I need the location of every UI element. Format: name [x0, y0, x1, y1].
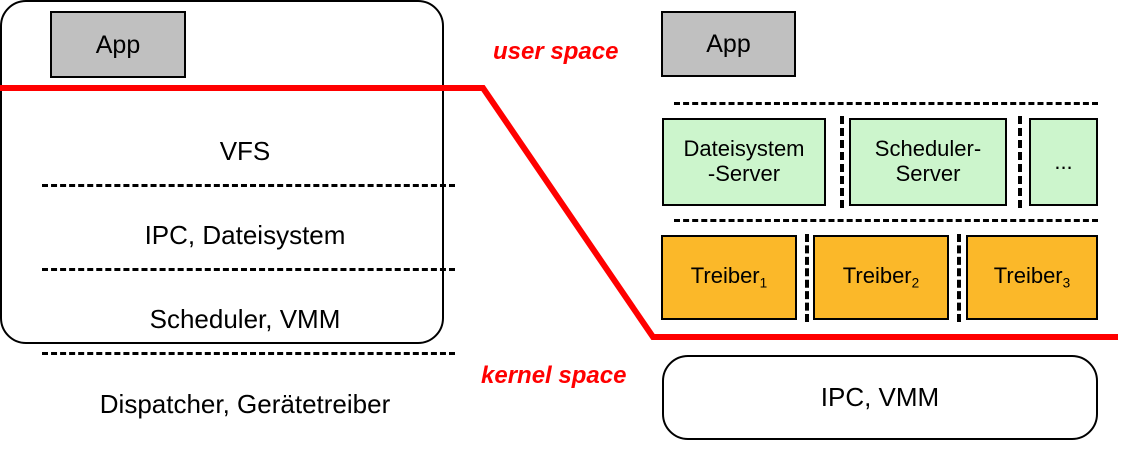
kernel-layer-label: Dispatcher, Gerätetreiber [99, 388, 391, 419]
driver-label-name: Treiber [842, 263, 912, 289]
driver-label-index: 3 [1062, 275, 1071, 291]
microkernel-label: IPC, VMM [820, 381, 940, 412]
driver-label: Treiber3 [993, 263, 1071, 291]
kernel-layer-scheduler-vmm: Scheduler, VMM [25, 296, 465, 342]
server-label-line1: Dateisystem [683, 136, 805, 162]
kernel-divider-2 [42, 268, 455, 271]
kernel-layer-ipc-dateisystem: IPC, Dateisystem [25, 212, 465, 258]
right-app-box: App [661, 11, 796, 77]
kernel-divider-1 [42, 184, 455, 187]
kernel-layer-vfs: VFS [25, 128, 465, 174]
kernel-layer-label: Scheduler, VMM [149, 303, 341, 334]
driver-label-index: 2 [911, 275, 920, 291]
server-label: Scheduler- Server [875, 137, 981, 186]
server-label: Dateisystem -Server [683, 137, 804, 186]
kernel-divider-3 [42, 352, 455, 355]
driver-label-name: Treiber [690, 263, 760, 289]
server-label-line1: Scheduler- [874, 136, 982, 162]
left-app-box: App [50, 11, 186, 78]
server-box-more: ... [1029, 118, 1098, 206]
kernel-layer-dispatcher-geraetetreiber: Dispatcher, Gerätetreiber [25, 381, 465, 427]
kernel-space-label: kernel space [481, 362, 627, 389]
server-label-line2: Server [895, 161, 961, 186]
microkernel-box: IPC, VMM [662, 355, 1098, 440]
server-divider-2 [1018, 116, 1022, 208]
left-app-label: App [95, 30, 141, 59]
server-row-bottom-divider [674, 219, 1098, 222]
driver-label: Treiber2 [842, 263, 920, 291]
server-divider-1 [840, 116, 844, 208]
driver-label-index: 1 [759, 275, 768, 291]
server-label-line1: ... [1054, 148, 1073, 174]
right-app-label: App [706, 30, 751, 58]
kernel-layer-label: IPC, Dateisystem [144, 219, 346, 250]
driver-divider-1 [805, 234, 809, 322]
driver-divider-2 [957, 234, 961, 322]
driver-box-treiber-3: Treiber3 [966, 235, 1098, 320]
driver-box-treiber-1: Treiber1 [661, 235, 797, 320]
driver-label-name: Treiber [993, 263, 1063, 289]
driver-box-treiber-2: Treiber2 [813, 235, 949, 320]
user-space-label: user space [493, 38, 619, 65]
server-box-scheduler: Scheduler- Server [849, 118, 1007, 206]
server-label-line2: -Server [707, 161, 781, 186]
driver-label: Treiber1 [690, 263, 768, 291]
server-row-top-divider [674, 102, 1098, 105]
server-box-dateisystem: Dateisystem -Server [662, 118, 826, 206]
kernel-layer-label: VFS [219, 135, 271, 166]
